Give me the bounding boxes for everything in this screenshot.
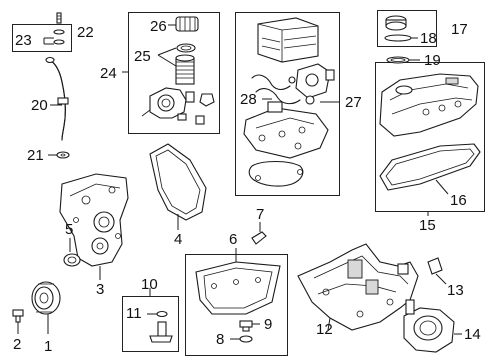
callout-23[interactable]: 23 [15,32,32,49]
part-21-washer [48,151,70,159]
callout-24[interactable]: 24 [100,65,117,82]
part-24-filter-housing [122,71,215,125]
callout-26[interactable]: 26 [150,18,167,35]
callout-27[interactable]: 27 [345,94,362,111]
part-13-bracket [427,257,447,285]
part-28-hoses-fittings [251,63,335,105]
callout-28[interactable]: 28 [240,91,257,108]
part-2-crank-bolt [12,309,24,334]
callout-12[interactable]: 12 [316,321,333,338]
callout-1[interactable]: 1 [44,338,53,355]
callout-5[interactable]: 5 [65,221,74,238]
part-1-crank-pulley [31,281,61,334]
group-box-22 [12,24,72,52]
part-11-seal [147,310,168,318]
callout-15[interactable]: 15 [419,217,436,234]
part-26-filter-cap [168,16,199,32]
part-27-gasket-loop [248,101,340,187]
part-16-valve-cover-gasket [379,143,481,216]
part-3-timing-cover [59,173,129,280]
part-7-sensor [251,222,267,245]
group-box-24 [128,12,220,134]
callout-11[interactable]: 11 [126,305,142,322]
part-19-seal [386,56,420,64]
group-box-27 [235,12,340,196]
part-14-oil-pump [403,299,462,353]
part-5-front-seal [63,238,81,267]
group-box-17 [377,10,437,47]
callout-22[interactable]: 22 [77,24,94,41]
callout-20[interactable]: 20 [31,97,48,114]
callout-3[interactable]: 3 [96,281,105,298]
callout-6[interactable]: 6 [229,231,238,248]
part-15-valve-cover [379,73,479,137]
part-4-gasket [149,143,207,230]
part-20-dipstick-tube [45,56,69,141]
callout-14[interactable]: 14 [464,326,481,343]
callout-7[interactable]: 7 [256,206,265,223]
part-12-upper-oil-pan [297,243,419,331]
callout-17[interactable]: 17 [451,21,468,38]
callout-8[interactable]: 8 [216,331,225,348]
callout-10[interactable]: 10 [141,276,158,293]
callout-4[interactable]: 4 [174,231,183,248]
part-25-filter-element [157,43,196,85]
callout-19[interactable]: 19 [424,52,441,69]
callout-9[interactable]: 9 [264,316,273,333]
part-27-housing-base [243,101,329,159]
part-23-fastener [43,12,65,45]
group-box-10 [122,296,179,352]
part-18-filler-cap [384,15,418,42]
part-10-level-sensor [149,288,173,343]
group-box-15 [375,62,485,212]
callout-25[interactable]: 25 [134,48,151,65]
callout-2[interactable]: 2 [13,336,22,353]
callout-13[interactable]: 13 [447,282,464,299]
part-9-drain-plug [239,320,260,332]
callout-21[interactable]: 21 [27,147,44,164]
part-6-oil-pan [195,248,281,315]
part-8-washer [230,335,253,343]
callout-16[interactable]: 16 [450,192,467,209]
part-27-oil-cooler [257,17,319,63]
callout-18[interactable]: 18 [420,30,437,47]
